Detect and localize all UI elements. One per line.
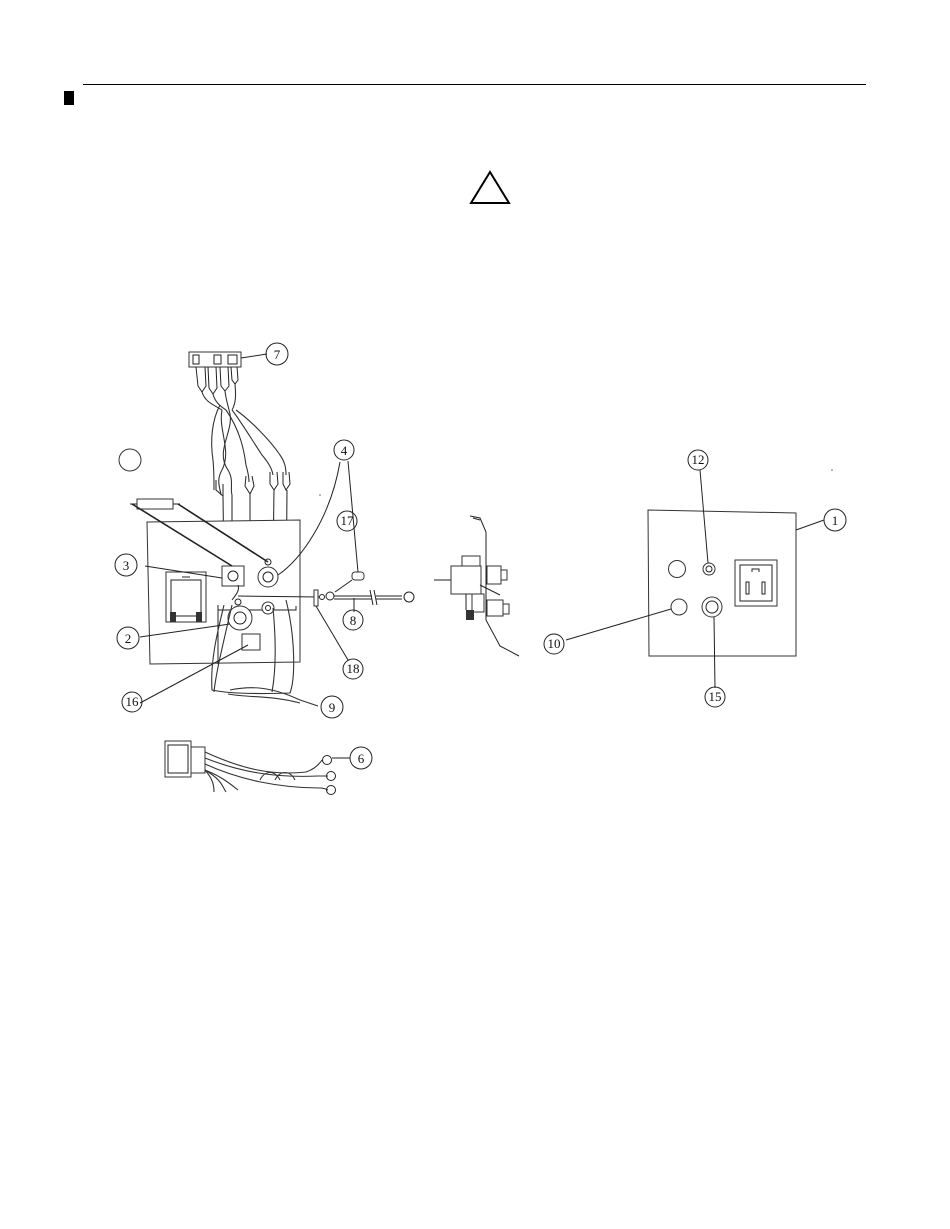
callout-8: 8 xyxy=(343,610,363,630)
callout-1: 1 xyxy=(824,509,846,531)
svg-text:17: 17 xyxy=(341,513,355,528)
svg-text:6: 6 xyxy=(358,751,365,766)
callout-18: 18 xyxy=(343,659,363,679)
svg-text:1: 1 xyxy=(832,513,839,528)
washer-18 xyxy=(314,590,348,660)
svg-text:16: 16 xyxy=(126,694,140,709)
section-marker xyxy=(64,91,74,105)
callout-9: 9 xyxy=(321,696,343,718)
callout-10: 10 xyxy=(544,634,564,654)
callout-7: 7 xyxy=(266,343,288,365)
svg-text:8: 8 xyxy=(350,613,357,628)
callout-2: 2 xyxy=(117,627,139,649)
svg-text:7: 7 xyxy=(274,347,281,362)
indicator-hole-upper xyxy=(669,561,686,578)
relay-socket xyxy=(166,572,206,622)
svg-text:4: 4 xyxy=(341,443,348,458)
svg-text:10: 10 xyxy=(548,636,561,651)
plug-6 xyxy=(165,741,350,795)
speck xyxy=(831,469,833,471)
svg-text:15: 15 xyxy=(709,689,722,704)
callout-15: 15 xyxy=(705,687,725,707)
svg-text:3: 3 xyxy=(123,558,130,573)
callout-16: 16 xyxy=(122,692,142,712)
connector-7 xyxy=(189,352,267,394)
callout-6: 6 xyxy=(350,747,372,769)
socket-right xyxy=(262,602,274,614)
callout-4: 4 xyxy=(334,440,354,460)
warning-triangle-icon xyxy=(471,172,509,203)
callout-3: 3 xyxy=(115,554,137,576)
svg-text:12: 12 xyxy=(692,452,705,467)
callout-17: 17 xyxy=(337,511,357,531)
callout-12: 12 xyxy=(688,450,708,470)
svg-text:18: 18 xyxy=(347,661,360,676)
svg-text:9: 9 xyxy=(329,700,336,715)
duplex-outlet xyxy=(735,560,777,606)
svg-text:2: 2 xyxy=(125,631,132,646)
speck xyxy=(319,494,321,496)
side-view-assembly xyxy=(434,516,519,656)
